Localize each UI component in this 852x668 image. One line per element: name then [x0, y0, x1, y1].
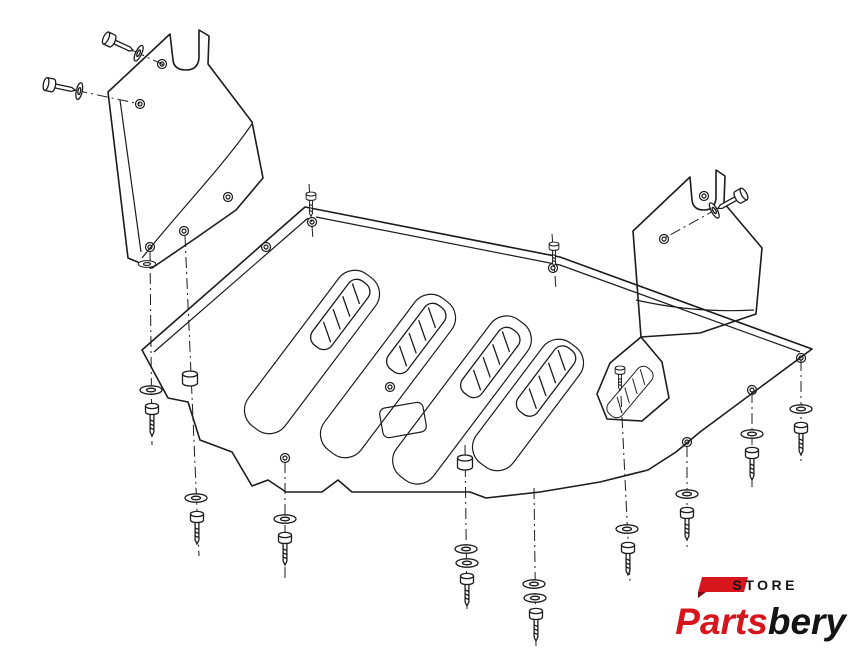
logo-ribbon-fold-icon: [698, 592, 706, 598]
bracket-hole: [222, 191, 234, 203]
logo-brand-name: Partsbery: [675, 601, 848, 642]
left-bracket-fold-line: [119, 99, 142, 253]
bracket-hole: [144, 241, 156, 253]
bolt-icon: [620, 541, 636, 576]
washer-icon: [740, 429, 764, 439]
vent-rib-1: [243, 269, 381, 435]
right-bracket-fold-line: [635, 299, 755, 312]
washer-icon: [139, 385, 163, 395]
washer-icon: [522, 579, 546, 589]
skid-plate-outline: [141, 206, 813, 499]
skid-plate-top-edge-line: [315, 216, 801, 353]
skid-plate-left-edge-line: [153, 217, 309, 353]
right-bracket-foot-slot: [603, 362, 657, 422]
vent-slot-icon: [455, 322, 525, 403]
bolt-icon: [528, 607, 544, 642]
skid-plate: [141, 206, 813, 499]
washer-icon: [706, 200, 722, 221]
right-mounting-bracket: [596, 169, 763, 422]
washer-icon: [73, 81, 85, 101]
washer-icon: [454, 544, 478, 554]
rib-outline: [319, 293, 457, 459]
center-line: [184, 235, 200, 557]
spacer-bushing: [456, 454, 474, 471]
logo-store-label: STORE: [733, 577, 798, 593]
bracket-hole: [134, 98, 146, 110]
bracket-hole: [698, 190, 710, 202]
washer-icon: [455, 558, 479, 568]
vent-slot-icon: [381, 298, 451, 379]
washer-icon: [184, 493, 208, 503]
bracket-hole: [658, 233, 670, 245]
center-line: [55, 85, 141, 105]
center-line: [663, 198, 736, 240]
logo-ribbon-icon: [698, 577, 748, 592]
bolt-icon: [744, 446, 760, 481]
left-bracket-fold-line: [141, 123, 253, 259]
access-hole: [379, 401, 427, 439]
vent-rib-4: [471, 338, 585, 472]
spacer-bushing: [181, 370, 199, 387]
vent-slot-icon: [305, 274, 375, 355]
left-bracket-outline: [107, 29, 264, 269]
center-lines: [149, 183, 802, 647]
fastener-top-left-1: [100, 30, 165, 66]
washer-icon: [523, 593, 547, 603]
washer-icon: [615, 524, 639, 534]
vent-slot-icon: [511, 341, 581, 421]
bolt-icon: [41, 76, 78, 98]
washer-icon: [137, 260, 157, 268]
rib-outline: [471, 338, 585, 472]
mounting-hole: [279, 452, 291, 464]
vent-rib-3: [392, 315, 532, 485]
left-mounting-bracket: [107, 29, 264, 269]
right-bracket-foot-outline: [596, 336, 670, 422]
rib-outline: [392, 315, 532, 485]
bolt-icon: [189, 510, 205, 545]
bolt-icon: [305, 191, 317, 217]
bolt-icon: [713, 186, 751, 215]
washer-icon: [273, 514, 297, 524]
washer-icon: [675, 489, 699, 499]
fastener-top-left-2: [41, 76, 141, 105]
mounting-hole: [384, 381, 396, 393]
logo-brand-first: Parts: [675, 601, 768, 642]
bolt-icon: [277, 531, 293, 566]
mounting-hole: [260, 241, 272, 253]
bracket-hole: [178, 225, 190, 237]
washer-icon: [789, 404, 813, 414]
bolt-icon: [100, 30, 137, 58]
center-line: [464, 444, 468, 611]
fastener-top-right: [663, 186, 751, 240]
logo-brand-second: bery: [768, 601, 849, 642]
bolt-icon: [459, 572, 475, 607]
brand-logo: STORE Partsbery: [675, 577, 848, 642]
bolt-icon: [679, 506, 695, 541]
vent-slot-icon: [603, 362, 657, 422]
rib-outline: [243, 269, 381, 435]
bolt-icon: [614, 365, 626, 391]
bolt-icon: [793, 421, 809, 456]
bolt-icon: [144, 402, 160, 437]
mounting-hole: [306, 216, 318, 228]
vent-rib-2: [319, 293, 457, 459]
